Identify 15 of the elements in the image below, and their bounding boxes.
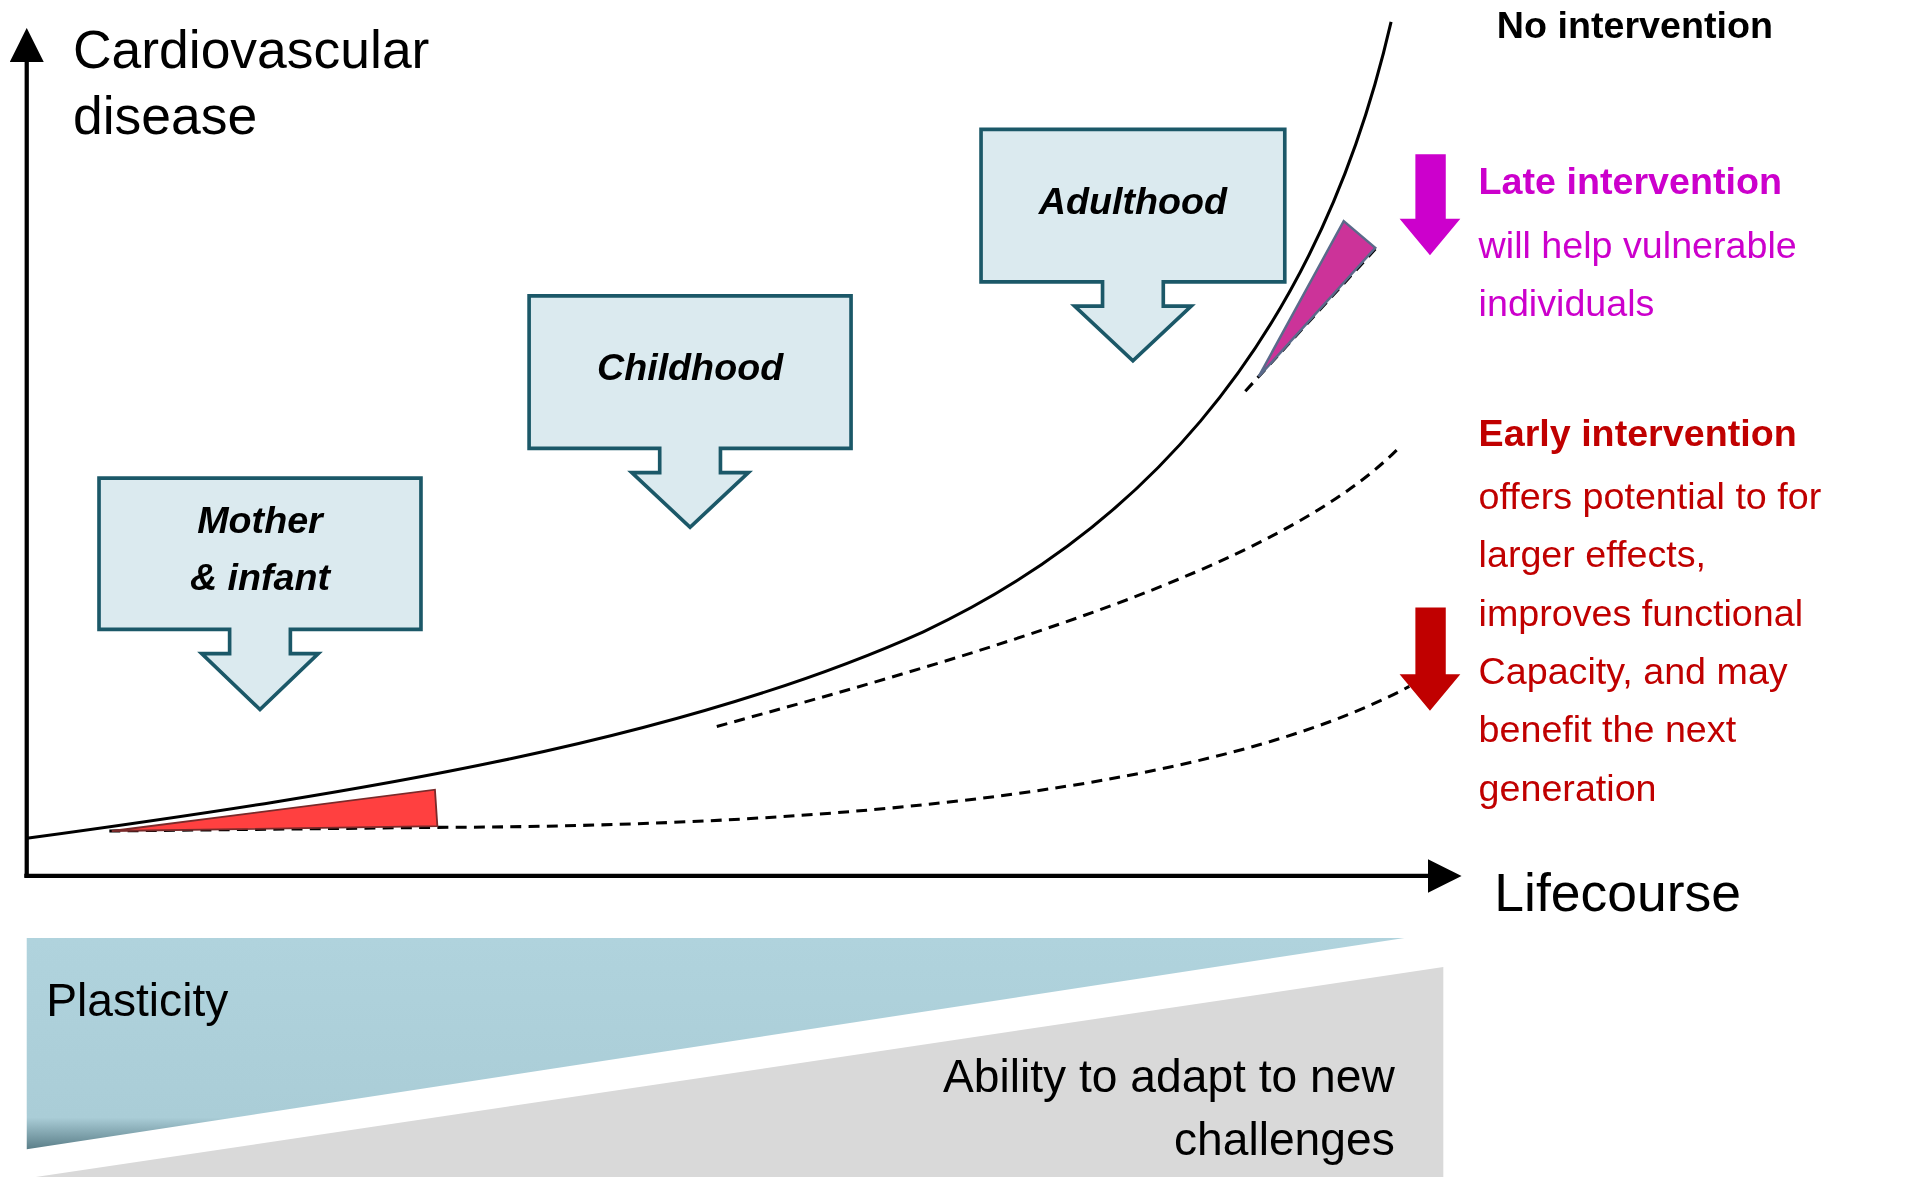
intervention-note: offers potential to for larger effects, improves functional Capacity, and may benefit the next generation	[1478, 474, 1823, 812]
curve-label: No intervention	[1496, 2, 1774, 49]
callout-box	[979, 127, 1287, 364]
stage-label: Childhood	[596, 345, 785, 391]
wedge-label: Plasticity	[46, 973, 229, 1028]
stage-label: Adulthood	[1037, 178, 1229, 225]
axis-title: Lifecourse	[1494, 861, 1742, 925]
intervention-note: will help vulnerable individuals	[1478, 222, 1798, 327]
axis-title: Cardiovascular disease	[72, 18, 431, 147]
wedge-label: Ability to adapt to new challenges	[942, 1049, 1395, 1168]
intervention-heading: Early intervention	[1478, 410, 1798, 457]
callout-box	[97, 476, 423, 712]
callout-box	[527, 294, 853, 530]
stage-label: Mother & infant	[188, 498, 333, 601]
intervention-heading: Late intervention	[1478, 159, 1783, 205]
